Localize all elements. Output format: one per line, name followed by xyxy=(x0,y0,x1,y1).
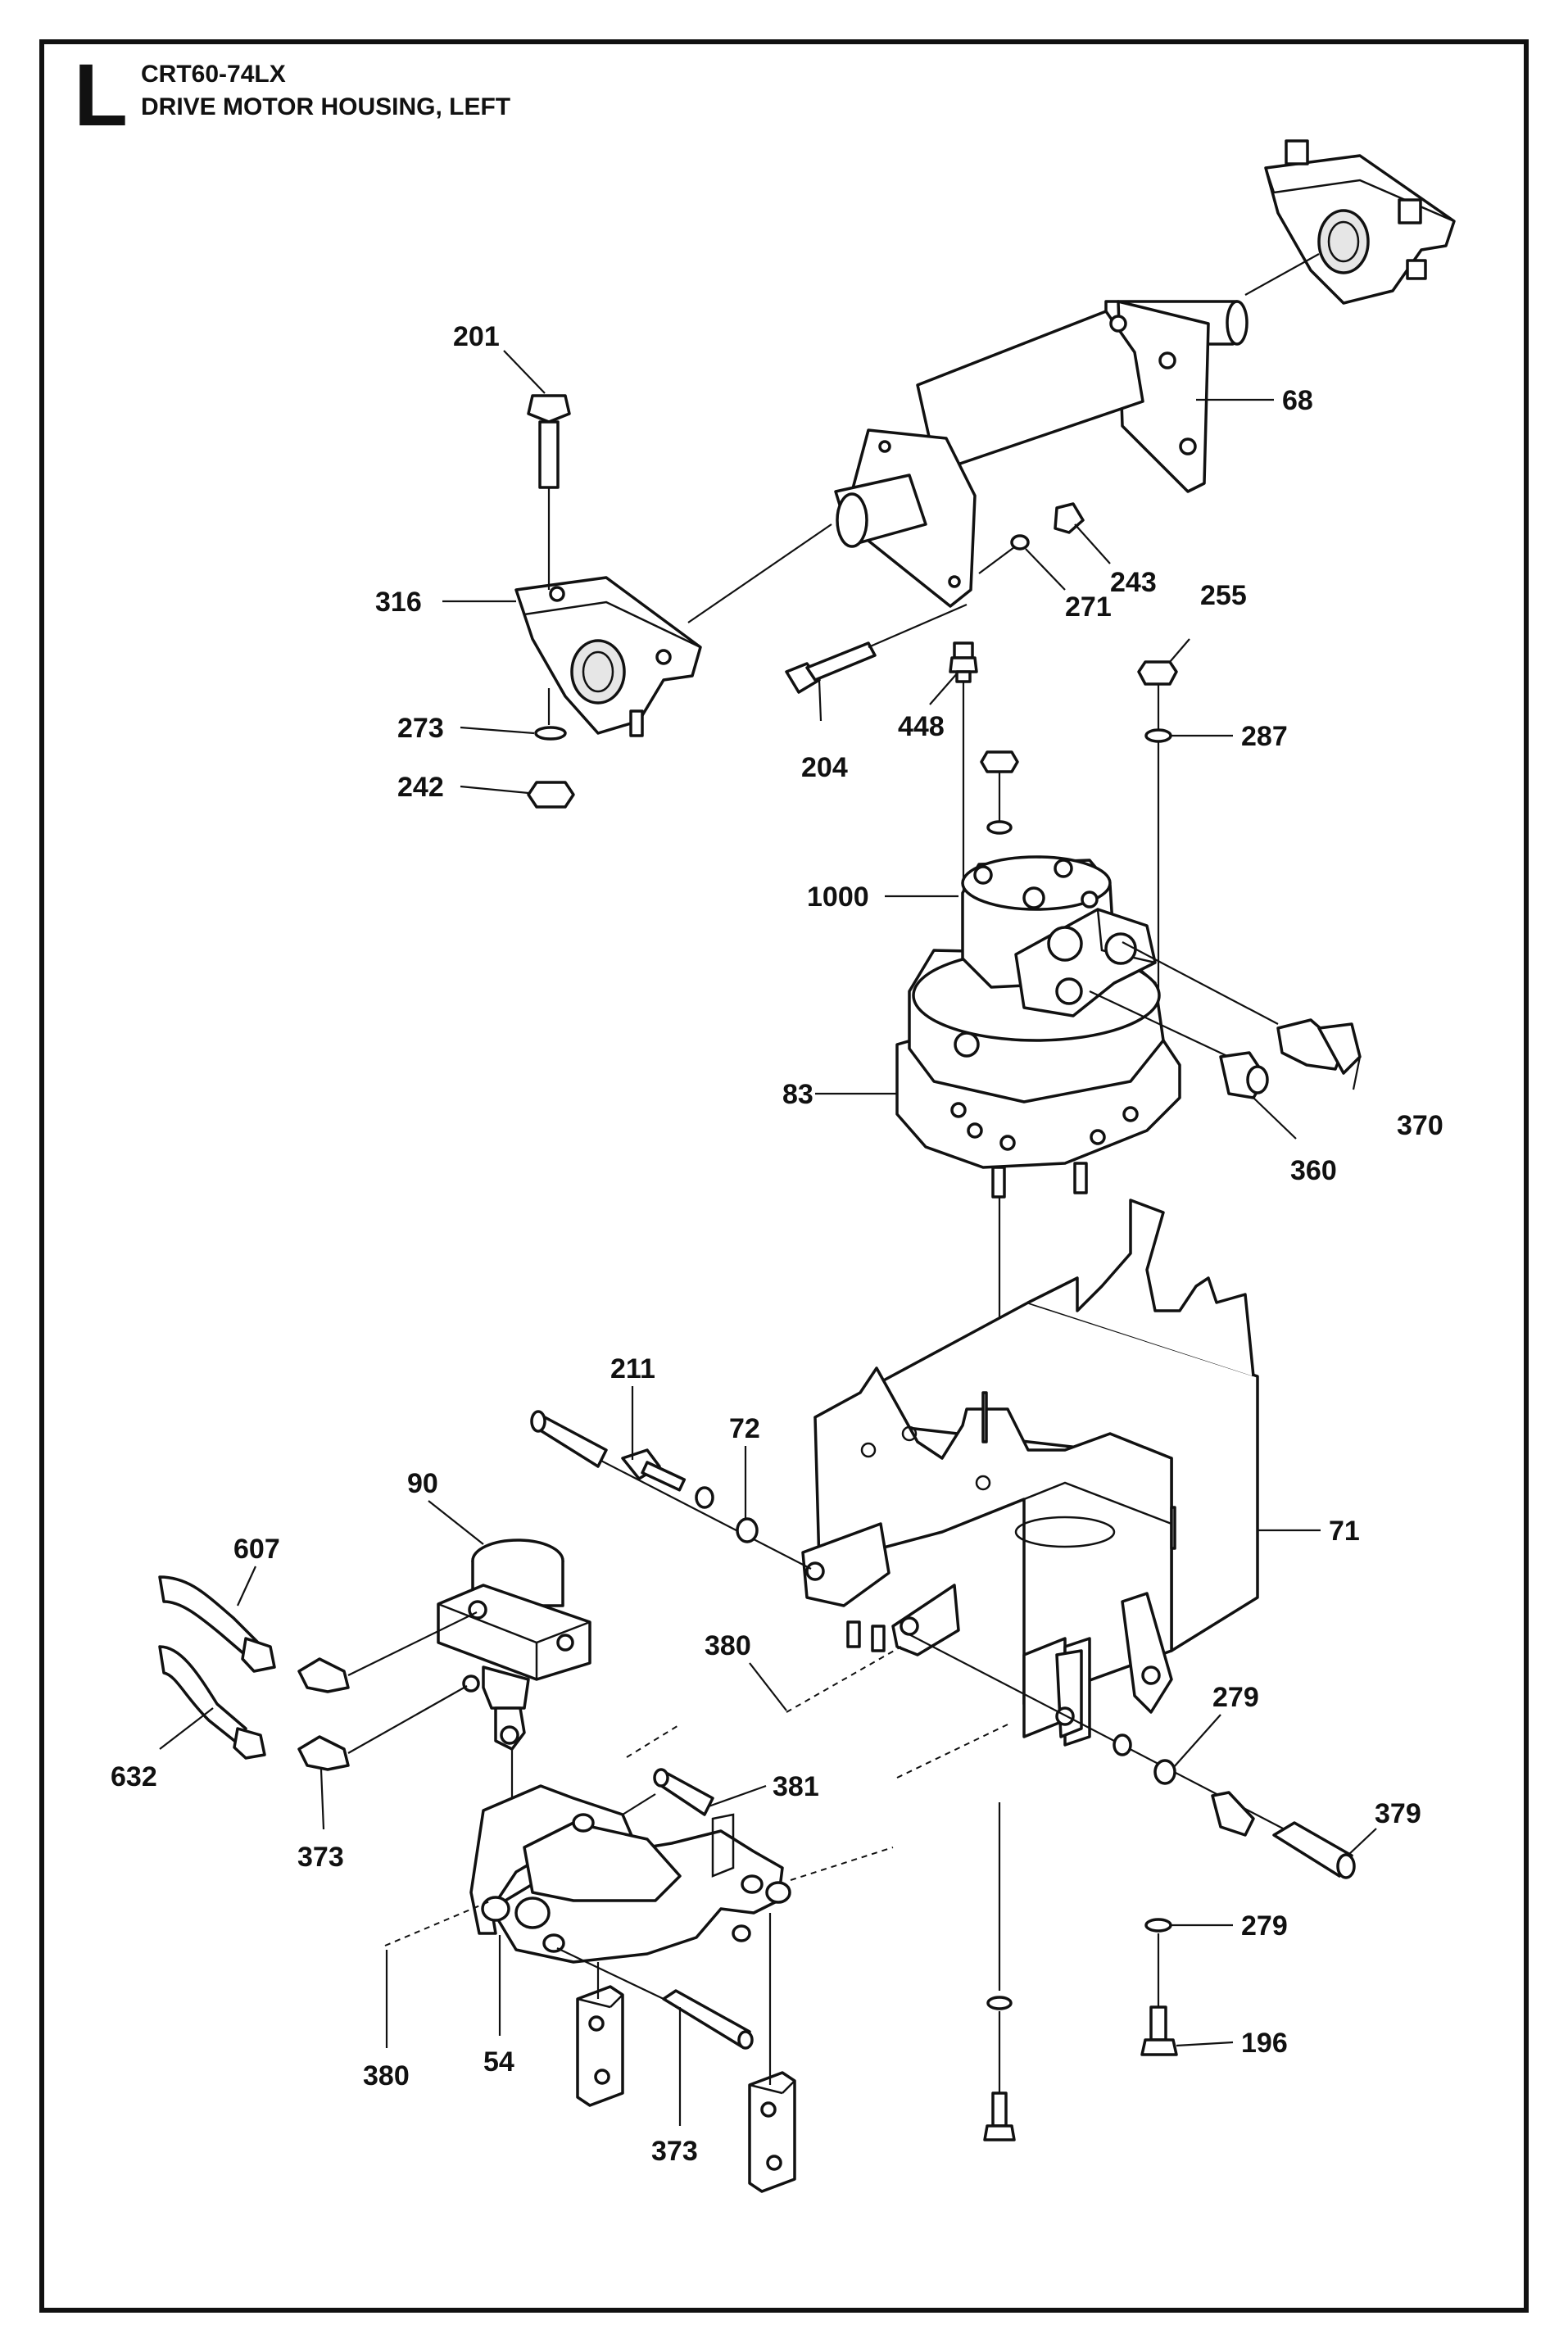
callout-287: 287 xyxy=(1241,721,1288,752)
nut-255 xyxy=(1137,660,1178,686)
pillow-block-right xyxy=(1264,139,1456,305)
pin-211 xyxy=(530,1410,608,1468)
pin-381 xyxy=(653,1768,714,1816)
callout-201: 201 xyxy=(453,321,500,352)
spacer-right xyxy=(1113,1733,1132,1756)
callout-316: 316 xyxy=(375,587,422,618)
washer-287 xyxy=(1144,728,1172,743)
model-number: CRT60-74LX xyxy=(141,61,286,88)
bolt-center-low xyxy=(983,2091,1016,2141)
bolt-201 xyxy=(527,394,571,489)
axle-housing xyxy=(834,300,1249,608)
hose-607 xyxy=(158,1575,276,1673)
washer-279-a xyxy=(1153,1759,1176,1785)
callout-279-upper: 279 xyxy=(1212,1682,1259,1713)
washer-273 xyxy=(534,726,567,741)
washer-72-b xyxy=(736,1517,759,1543)
pillow-block-left xyxy=(514,576,702,737)
callout-90: 90 xyxy=(407,1468,438,1499)
callout-380-upper: 380 xyxy=(705,1630,751,1661)
callout-381: 381 xyxy=(773,1771,819,1802)
callout-243: 243 xyxy=(1110,567,1157,598)
cotter-pin-upper xyxy=(626,1724,681,1758)
callout-204: 204 xyxy=(801,752,848,783)
bolt-196 xyxy=(1140,2005,1178,2056)
callout-255: 255 xyxy=(1200,580,1247,611)
cotter-pin-right xyxy=(790,1847,894,1881)
callout-242: 242 xyxy=(397,772,444,803)
pin-379 xyxy=(1272,1821,1356,1879)
fitting-360 xyxy=(1219,1051,1269,1099)
diagram-title: DRIVE MOTOR HOUSING, LEFT xyxy=(141,93,511,120)
drive-motor xyxy=(895,855,1181,1199)
callout-1000: 1000 xyxy=(807,881,869,913)
callout-379: 379 xyxy=(1375,1798,1421,1829)
callout-360: 360 xyxy=(1290,1155,1337,1186)
callout-196: 196 xyxy=(1241,2028,1288,2059)
callout-373-lower: 373 xyxy=(651,2136,698,2167)
cotter-pin-380-upper xyxy=(786,1646,902,1713)
callout-72: 72 xyxy=(729,1413,760,1444)
callout-632: 632 xyxy=(111,1761,157,1792)
callout-273: 273 xyxy=(397,713,444,744)
washer-271 xyxy=(1010,534,1030,551)
block-right xyxy=(748,2071,796,2193)
callout-54: 54 xyxy=(483,2046,514,2078)
brake-linkage-54 xyxy=(469,1784,791,1964)
bolt-right xyxy=(1211,1791,1255,1837)
section-letter: L xyxy=(74,45,128,144)
cotter-pin-left xyxy=(384,1900,492,1946)
reservoir-90 xyxy=(437,1539,591,1751)
callout-271: 271 xyxy=(1065,591,1112,623)
callout-68: 68 xyxy=(1282,385,1313,416)
block-left xyxy=(576,1985,624,2107)
pin-373 xyxy=(662,1989,754,2050)
callout-370: 370 xyxy=(1397,1110,1443,1141)
callout-373-upper: 373 xyxy=(297,1842,344,1873)
elbow-fitting-370 xyxy=(1276,1018,1362,1075)
bolt-204 xyxy=(785,641,877,694)
callout-279-lower: 279 xyxy=(1241,1910,1288,1942)
washer-motor-top xyxy=(986,820,1013,835)
callout-380-lower: 380 xyxy=(363,2060,410,2091)
callout-71: 71 xyxy=(1329,1516,1360,1547)
washer-center-low xyxy=(986,1996,1013,2010)
washer-72-a xyxy=(695,1486,714,1509)
callout-448: 448 xyxy=(898,711,945,742)
nut-242 xyxy=(527,781,575,809)
hose-632 xyxy=(158,1645,266,1760)
callout-83: 83 xyxy=(782,1079,813,1110)
cotter-pin-380-right xyxy=(896,1724,1008,1779)
callout-211: 211 xyxy=(610,1353,655,1384)
motor-bracket-71 xyxy=(813,1199,1259,1747)
elbow-632 xyxy=(297,1735,350,1771)
bracket-pivot-arms xyxy=(801,1522,1173,1738)
washer-279-b xyxy=(1144,1918,1172,1933)
drawing-border xyxy=(39,39,1529,2313)
callout-607: 607 xyxy=(233,1534,280,1565)
elbow-607 xyxy=(297,1657,350,1693)
nut-motor-top xyxy=(980,750,1019,773)
